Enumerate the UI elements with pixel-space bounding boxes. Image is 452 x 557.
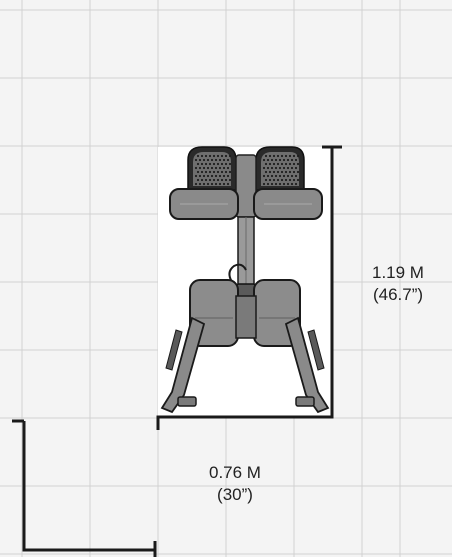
width-imperial: (30”): [217, 485, 253, 504]
depth-dimension-label: 1.19 M (46.7”): [358, 262, 438, 306]
pad-perforations: [194, 154, 300, 186]
machine-top-view-icon: [160, 146, 330, 414]
depth-imperial: (46.7”): [372, 285, 424, 304]
width-dimension-label: 0.76 M (30”): [200, 462, 270, 506]
left-frame-leg: [160, 316, 206, 414]
depth-dimension-line: [156, 145, 342, 430]
width-dimension-line: [12, 419, 157, 557]
right-frame-leg: [284, 316, 330, 414]
dimension-lines: [12, 145, 342, 557]
depth-metric: 1.19 M: [372, 263, 424, 282]
frame-center: [235, 295, 257, 339]
width-metric: 0.76 M: [209, 463, 261, 482]
